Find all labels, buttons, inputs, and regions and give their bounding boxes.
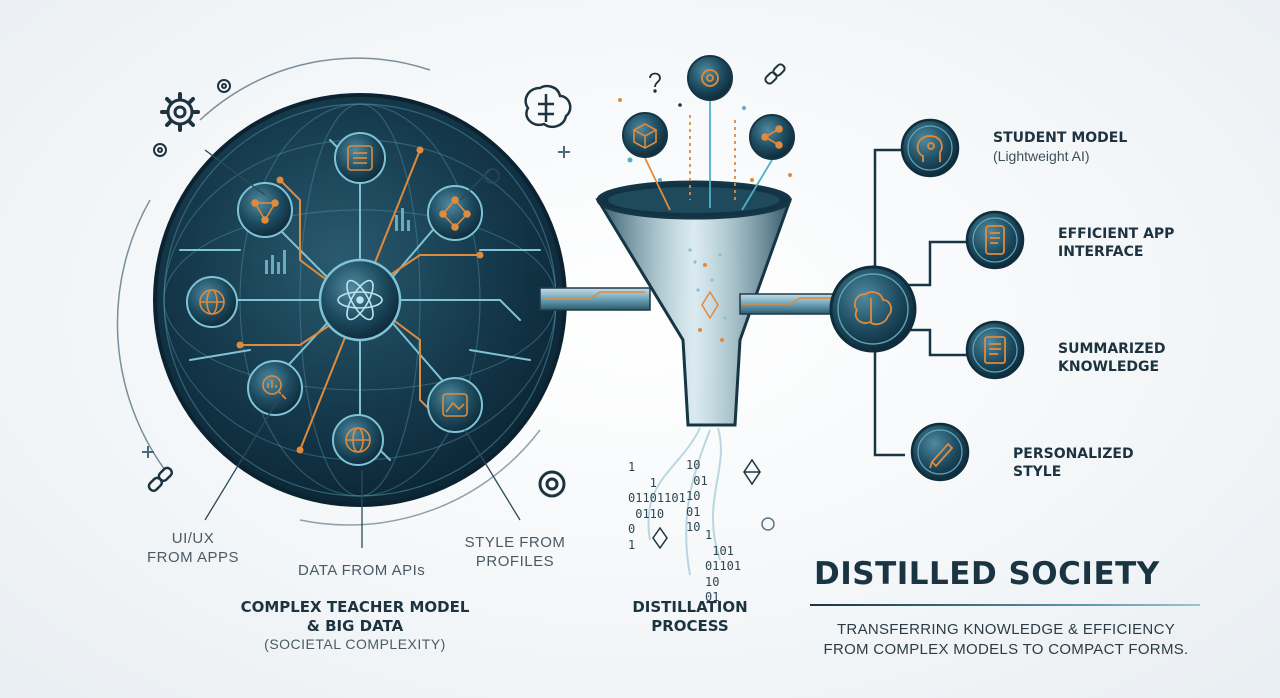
share-icon xyxy=(761,125,783,149)
atom-icon xyxy=(337,279,383,321)
funnel-input-node-cube xyxy=(622,112,668,158)
cube-icon xyxy=(632,123,658,149)
central-atom-node xyxy=(318,258,402,342)
gear-icon xyxy=(160,92,200,132)
output-label-style: PERSONALIZED STYLE xyxy=(1013,446,1134,481)
document-icon xyxy=(984,336,1006,364)
brand-tagline: TRANSFERRING KNOWLEDGE & EFFICIENCY FROM… xyxy=(806,620,1206,661)
output-title: STUDENT MODEL xyxy=(993,130,1128,146)
network-node-bottom xyxy=(332,414,384,466)
source-label-line: UI/UX xyxy=(171,530,215,547)
source-label-apis: DATA FROM APIs xyxy=(298,562,425,581)
binary-digits-middle: 10 01 10 01 10 xyxy=(686,458,708,535)
output-title-line-2: KNOWLEDGE xyxy=(1058,358,1160,375)
globe-icon xyxy=(345,427,371,453)
network-node-left xyxy=(237,182,293,238)
output-label-knowledge: SUMMARIZED KNOWLEDGE xyxy=(1058,341,1165,376)
distillation-line-1: DISTILLATION xyxy=(632,598,748,616)
source-label-line: DATA FROM APIs xyxy=(298,562,426,579)
output-title: EFFICIENT APP xyxy=(1058,226,1175,242)
output-node-student xyxy=(900,118,960,178)
funnel-input-lines xyxy=(644,100,773,211)
network-node-search xyxy=(247,360,303,416)
list-icon xyxy=(347,145,373,171)
image-icon xyxy=(442,393,468,417)
network-node-right xyxy=(427,185,483,241)
output-subtitle: (Lightweight AI) xyxy=(993,147,1090,164)
brand-title: DISTILLED SOCIETY xyxy=(814,556,1160,592)
output-node-app xyxy=(965,210,1025,270)
distillation-caption: DISTILLATION PROCESS xyxy=(610,598,770,636)
source-label-ui-ux: UI/UX FROM APPS xyxy=(128,530,258,568)
tagline-line-1: TRANSFERRING KNOWLEDGE & EFFICIENCY xyxy=(836,621,1176,638)
hub-node xyxy=(829,265,917,353)
teacher-title-line-2: & BIG DATA xyxy=(306,616,404,635)
gear-icon xyxy=(153,143,167,157)
phone-icon xyxy=(985,225,1005,255)
magnifier-chart-icon xyxy=(262,375,287,400)
gear-icon xyxy=(701,69,719,87)
teacher-subtitle: (SOCIETAL COMPLEXITY) xyxy=(264,635,446,652)
source-label-line: STYLE FROM xyxy=(464,534,566,551)
network-node-top xyxy=(334,132,386,184)
funnel-input-node-gear xyxy=(687,55,733,101)
network-node-image xyxy=(427,377,483,433)
output-title-line-2: STYLE xyxy=(1013,463,1062,480)
diamond-icon xyxy=(652,458,761,550)
output-title: PERSONALIZED xyxy=(1013,446,1134,462)
teacher-model-caption: COMPLEX TEACHER MODEL & BIG DATA (SOCIET… xyxy=(200,598,510,653)
gear-icon xyxy=(761,517,775,531)
pipe-to-hub xyxy=(739,293,841,315)
brain-icon xyxy=(853,291,893,326)
molecule-icon xyxy=(251,199,279,224)
output-title: SUMMARIZED xyxy=(1058,341,1166,357)
gear-icon xyxy=(538,470,566,498)
source-label-line: FROM APPS xyxy=(146,548,240,566)
binary-digits-left: 1 1 01101101 0110 0 1 xyxy=(628,460,686,552)
teacher-sphere xyxy=(153,93,567,507)
tagline-line-2: FROM COMPLEX MODELS TO COMPACT FORMS. xyxy=(823,641,1189,659)
plus-icon xyxy=(142,146,570,458)
brand-divider xyxy=(810,604,1200,606)
pen-icon xyxy=(929,442,954,469)
output-node-style xyxy=(910,422,970,482)
output-label-app: EFFICIENT APP INTERFACE xyxy=(1058,226,1174,261)
label-leader-lines xyxy=(204,149,521,548)
question-icon xyxy=(649,72,661,93)
binary-stream xyxy=(647,427,722,576)
gear-icon xyxy=(217,79,231,93)
orbit-rings xyxy=(116,57,541,526)
output-branches xyxy=(873,148,968,457)
distillation-line-2: PROCESS xyxy=(651,616,729,635)
binary-digits-right: 1 101 01101 10 01 xyxy=(705,528,742,605)
hexagon-network-icon xyxy=(439,196,471,231)
output-label-student: STUDENT MODEL (Lightweight AI) xyxy=(993,130,1127,165)
head-icon xyxy=(916,135,943,162)
source-label-profiles: STYLE FROM PROFILES xyxy=(450,534,580,572)
funnel-input-node-share xyxy=(749,114,795,160)
teacher-title-line-1: COMPLEX TEACHER MODEL xyxy=(240,598,470,616)
output-node-knowledge xyxy=(965,320,1025,380)
link-icon xyxy=(147,466,174,493)
pipe-to-funnel xyxy=(539,287,651,311)
sparkle-dots xyxy=(618,98,792,182)
link-icon xyxy=(764,63,786,85)
globe-icon xyxy=(199,289,225,315)
network-node-globe xyxy=(186,276,238,328)
output-title-line-2: INTERFACE xyxy=(1058,243,1144,260)
source-label-line: PROFILES xyxy=(475,552,555,570)
brain-icon xyxy=(524,84,572,128)
diamond-icon xyxy=(701,290,719,320)
